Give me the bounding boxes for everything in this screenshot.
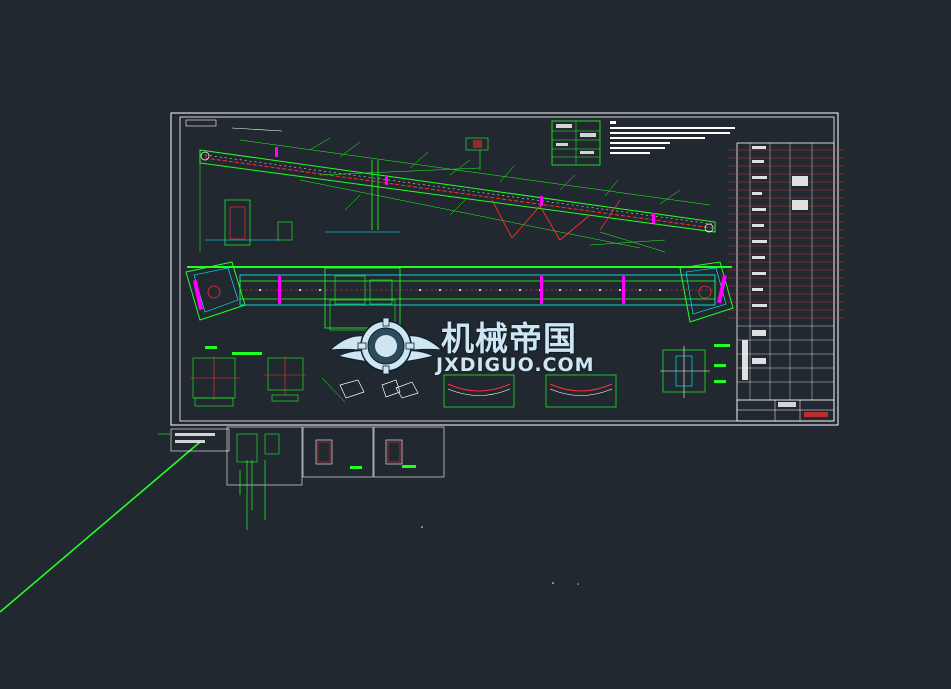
conveyor-belt-line-red [204, 157, 713, 229]
sheet-outer-border [170, 112, 839, 426]
tail-pulley-block [185, 261, 246, 321]
bill-of-materials-table [728, 142, 845, 422]
conveyor-belt-upper [199, 149, 716, 233]
winged-gear-logo-icon [328, 317, 444, 375]
conveyor-elevation-view [185, 119, 716, 253]
leader-line [0, 441, 201, 613]
spec-table-green [551, 120, 601, 166]
watermark-url: JXDIGUO.COM [436, 354, 595, 376]
detail-views [190, 344, 730, 408]
head-pulley-block [679, 261, 734, 323]
conveyor-plan-view [185, 261, 734, 331]
view-label-box [185, 119, 217, 127]
technical-notes-text [610, 121, 735, 154]
watermark: 机械帝国 JXDIGUO.COM [326, 310, 636, 386]
title-block [736, 399, 835, 422]
auxiliary-sheets [158, 426, 579, 585]
watermark-title: 机械帝国 [441, 319, 577, 358]
